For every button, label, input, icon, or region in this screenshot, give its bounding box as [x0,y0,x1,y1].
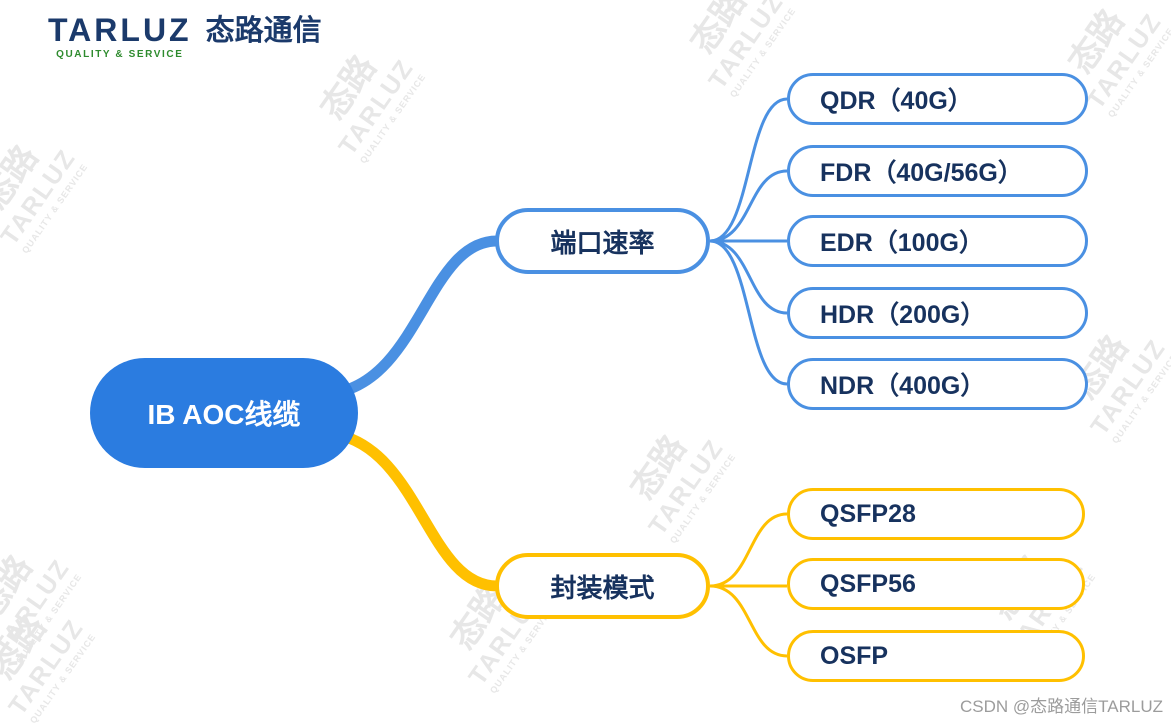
leaf-node-ndr-400g: NDR（400G） [787,358,1088,410]
connector-root-to-port-speed [329,235,503,399]
connector-port-speed-fdr [709,169,788,243]
logo-company-name: 态路通信 [205,15,322,47]
connector-root-to-package-mode [329,428,503,592]
logo-tagline-text: QUALITY & SERVICE [56,49,184,60]
leaf-node-qsfp56: QSFP56 [787,558,1085,610]
leaf-node-osfp: OSFP [787,630,1085,682]
branch-node-port-speed: 端口速率 [495,208,710,274]
csdn-credit: CSDN @态路通信TARLUZ [959,697,1163,716]
leaf-node-qdr-40g: QDR（40G） [787,73,1088,125]
connector-package-qsfp28 [709,512,788,588]
logo-brand-text: TARLUZ [48,12,192,48]
logo-brand-block: TARLUZ QUALITY & SERVICE [48,14,192,60]
leaf-node-qsfp28: QSFP28 [787,488,1085,540]
branch-node-package-mode: 封装模式 [495,553,710,619]
leaf-node-hdr-200g: HDR（200G） [787,287,1088,339]
connector-package-osfp [709,584,788,658]
connector-port-speed-ndr [709,239,788,386]
logo: TARLUZ QUALITY & SERVICE 态路通信 [48,14,322,60]
connector-port-speed-hdr [709,239,788,315]
root-node-ib-aoc-cable: IB AOC线缆 [90,358,358,468]
leaf-node-edr-100g: EDR（100G） [787,215,1088,267]
leaf-node-fdr-40g-56g: FDR（40G/56G） [787,145,1088,197]
connector-port-speed-qdr [709,97,788,243]
